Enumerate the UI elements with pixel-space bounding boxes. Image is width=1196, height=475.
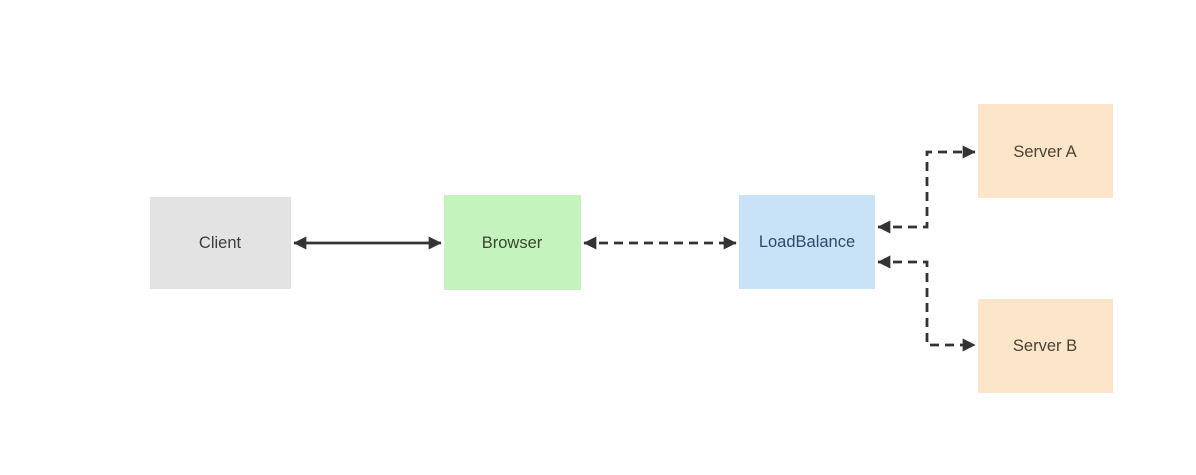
node-server-a-label: Server A	[1013, 143, 1076, 161]
node-browser-label: Browser	[482, 234, 543, 252]
node-server-a-shape	[978, 104, 1113, 198]
node-client-shape	[150, 197, 291, 289]
node-server-a: Server A	[978, 104, 1113, 198]
node-loadbalance-label: LoadBalance	[759, 233, 855, 251]
node-server-b-label: Server B	[1013, 337, 1077, 355]
node-server-b: Server B	[978, 299, 1113, 393]
node-loadbalance-shape	[739, 195, 875, 289]
edge-loadbalance-server-a	[877, 145, 976, 234]
node-client-label: Client	[199, 234, 242, 252]
node-loadbalance: LoadBalance	[739, 195, 875, 289]
node-server-b-shape	[978, 299, 1113, 393]
edge-loadbalance-server-b	[877, 255, 976, 352]
node-browser-shape	[444, 195, 581, 290]
node-browser: Browser	[444, 195, 581, 290]
node-client: Client	[150, 197, 291, 289]
